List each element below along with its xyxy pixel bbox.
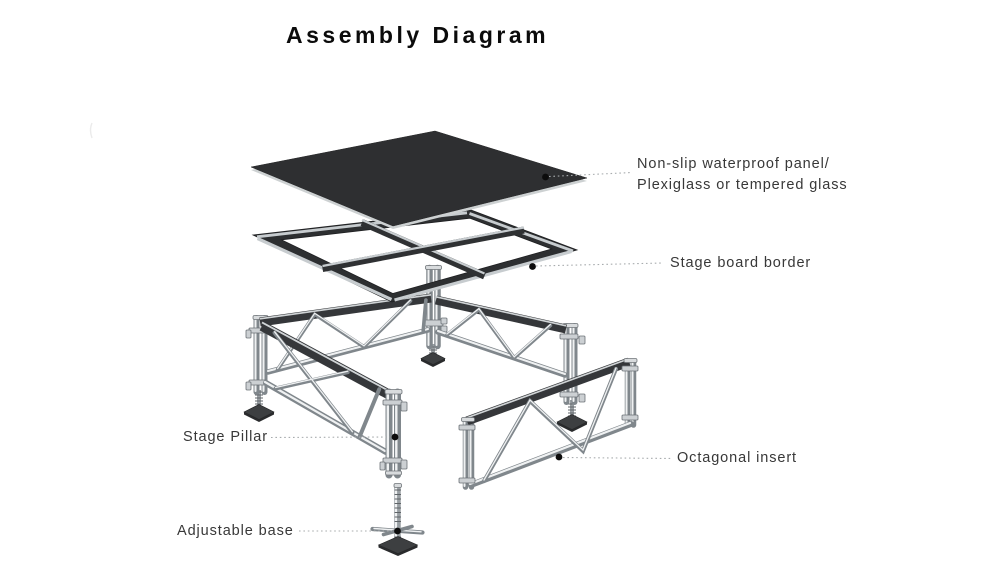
truss-back-left <box>259 293 432 375</box>
truss-back-right <box>435 295 568 378</box>
adjustable-base-part <box>370 483 425 556</box>
adjustable-foot-right <box>556 400 588 432</box>
leader-line-stage-pillar <box>270 436 391 439</box>
non-slip-panel <box>250 130 588 229</box>
label-panel: Non-slip waterproof panel/ Plexiglass or… <box>637 154 848 195</box>
label-panel-line2: Plexiglass or tempered glass <box>637 176 848 193</box>
leader-line-panel <box>548 171 633 178</box>
leader-dot-panel <box>542 173 549 181</box>
label-panel-line1: Non-slip waterproof panel/ <box>637 156 830 172</box>
pillar-corner-left <box>245 315 269 395</box>
leader-line-board-border <box>535 262 664 267</box>
page-title: Assembly Diagram <box>286 22 550 48</box>
stage-board-border-frame <box>251 209 579 303</box>
adjustable-foot-back <box>420 344 446 367</box>
leader-dot-adjustable-base <box>394 527 401 535</box>
pillar-front-stage-pillar <box>379 388 408 479</box>
leader-dot-octagonal-insert <box>555 453 563 461</box>
leader-dot-stage-pillar <box>391 433 399 441</box>
leader-dot-board-border <box>529 263 536 270</box>
label-adjustable-base: Adjustable base <box>177 523 294 539</box>
truss-front-left <box>259 321 391 455</box>
label-stage-pillar: Stage Pillar <box>183 429 268 445</box>
callout-leaders <box>270 171 673 535</box>
truss-exploded-front-right <box>458 357 639 490</box>
label-board-border: Stage board border <box>670 255 812 271</box>
frame-cross-member-2 <box>321 226 525 272</box>
label-octagonal-insert: Octagonal insert <box>677 450 797 466</box>
leader-line-octagonal-insert <box>562 456 673 460</box>
adjustable-foot-left <box>243 390 275 422</box>
faint-mark <box>89 122 93 139</box>
